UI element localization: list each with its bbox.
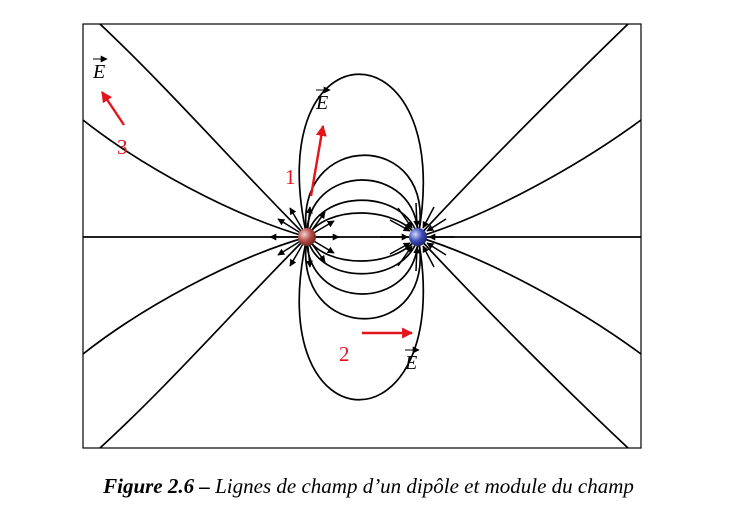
field-vectors: [101, 91, 414, 339]
field-lines: [82, 23, 642, 449]
figure-frame: [82, 23, 642, 449]
field-line-inner-2b: [306, 236, 419, 275]
negative-charge-arrows: [380, 202, 455, 272]
field-line-outer-br: [417, 236, 629, 449]
field-line-inner-5: [298, 73, 425, 238]
field-line-inner-4b: [304, 236, 421, 320]
field-line-outer-l1: [82, 119, 308, 238]
field-line-outer-r2: [417, 236, 642, 355]
marker-number-1: 1: [285, 165, 296, 189]
field-line-inner-3: [306, 179, 419, 238]
svg-text:E: E: [92, 61, 105, 83]
figure-caption: Figure 2.6 – Lignes de champ d’un dipôle…: [0, 474, 737, 499]
caption-number: Figure 2.6 –: [103, 474, 210, 498]
caption-text: Lignes de champ d’un dipôle et module du…: [215, 474, 634, 498]
field-line-inner-4: [304, 154, 421, 238]
field-line-inner-1: [306, 212, 419, 238]
field-line-outer-r1: [417, 119, 642, 238]
field-line-inner-5b: [298, 236, 425, 401]
field-line-outer-l2: [82, 236, 308, 355]
field-line-inner-2: [306, 199, 419, 238]
negative-charge: [409, 228, 427, 246]
field-line-outer-tl: [99, 23, 308, 238]
field-vector-1: [309, 124, 327, 197]
field-vector-3: [101, 91, 125, 126]
marker-number-2: 2: [339, 342, 350, 366]
field-label-1: E: [315, 86, 331, 114]
dipole-field-figure: E E E 1 2 3: [82, 23, 642, 449]
field-line-inner-3b: [306, 236, 419, 295]
svg-text:E: E: [315, 92, 328, 114]
marker-number-3: 3: [117, 135, 128, 159]
field-line-inner-1b: [306, 236, 419, 262]
field-line-outer-bl: [99, 236, 308, 449]
positive-charge: [298, 228, 316, 246]
field-label-3: E: [92, 55, 108, 83]
field-line-outer-tr: [417, 23, 629, 238]
svg-text:E: E: [404, 352, 417, 374]
field-label-2: E: [404, 346, 420, 374]
